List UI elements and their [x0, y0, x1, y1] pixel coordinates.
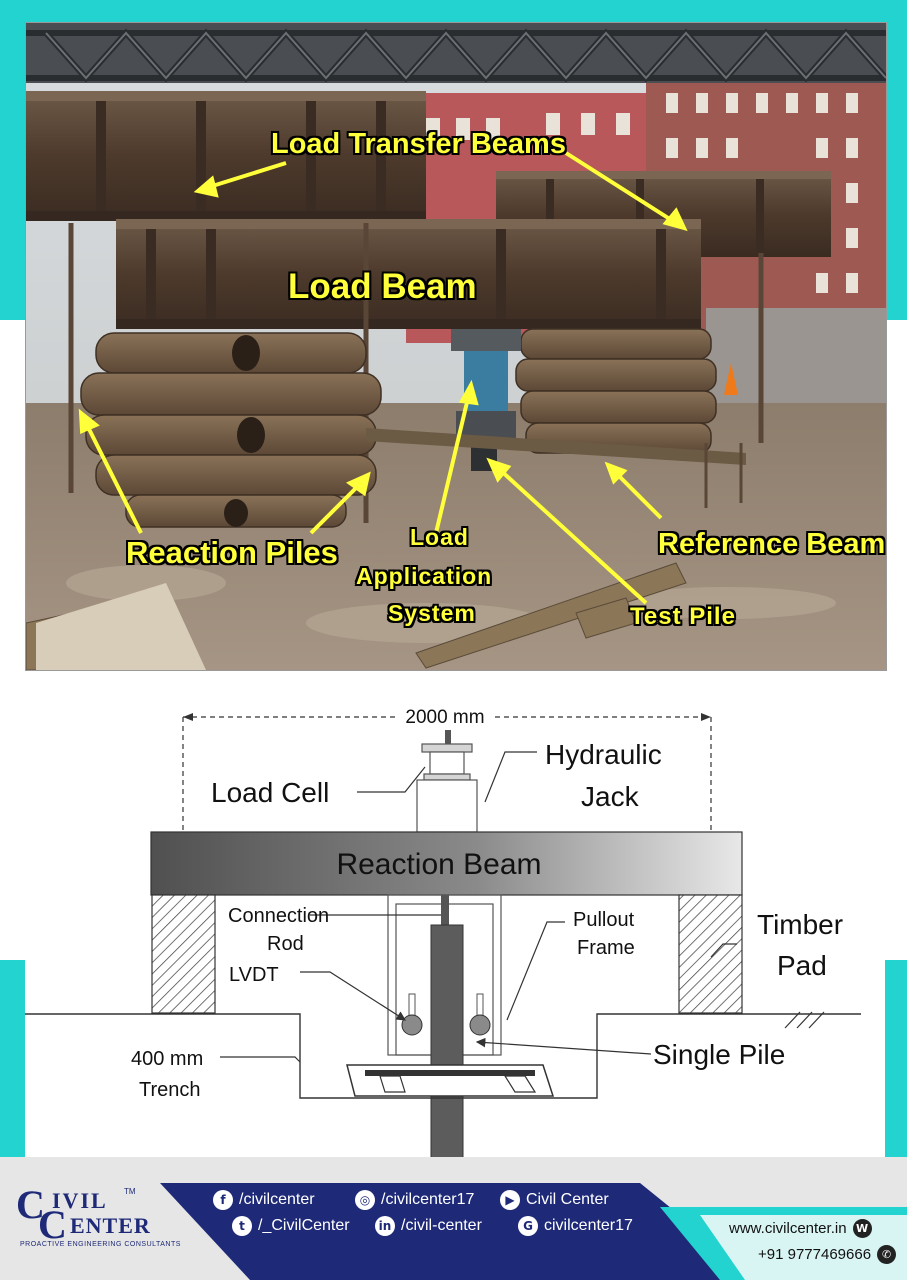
label-reference-beam: Reference Beam: [658, 528, 886, 560]
footer-shapes: [160, 1183, 907, 1280]
youtube-handle: Civil Center: [526, 1191, 609, 1208]
pile-test-photo: Load Transfer Beams Load Beam Reaction P…: [25, 22, 887, 671]
test-setup-diagram: 2000 mm Load Cell Hydraulic Jack Reactio…: [25, 682, 885, 1160]
footer: C IVIL TM C ENTER Proactive Engineering …: [0, 1157, 907, 1280]
label-load-application-3: System: [388, 600, 476, 626]
social-facebook[interactable]: f /civilcenter: [213, 1190, 315, 1210]
label-trench: Trench: [139, 1079, 201, 1101]
instagram-icon: ◎: [355, 1190, 375, 1210]
label-reaction-piles: Reaction Piles: [126, 535, 338, 570]
label-load-beam: Load Beam: [288, 267, 477, 306]
phone-text: +91 9777469666: [758, 1246, 872, 1263]
label-load-cell: Load Cell: [211, 777, 329, 808]
linkedin-icon: in: [375, 1216, 395, 1236]
youtube-icon: ▶: [500, 1190, 520, 1210]
phone-link[interactable]: +91 9777469666 ✆: [758, 1245, 897, 1264]
logo-ivil: IVIL: [52, 1188, 108, 1213]
twitter-icon: t: [232, 1216, 252, 1236]
social-twitter[interactable]: t /_CivilCenter: [232, 1216, 350, 1236]
label-load-application-1: Load: [410, 524, 469, 550]
label-400mm: 400 mm: [131, 1048, 203, 1070]
label-frame: Frame: [577, 937, 635, 959]
label-test-pile: Test Pile: [630, 603, 736, 630]
website-text: www.civilcenter.in: [729, 1220, 847, 1237]
social-linkedin[interactable]: in /civil-center: [375, 1216, 482, 1236]
label-pad: Pad: [777, 950, 827, 981]
social-instagram[interactable]: ◎ /civilcenter17: [355, 1190, 474, 1210]
label-hydraulic: Hydraulic: [545, 739, 662, 770]
social-google[interactable]: G civilcenter17: [518, 1216, 633, 1236]
website-link[interactable]: www.civilcenter.in W: [729, 1219, 872, 1238]
label-load-application-2: Application: [356, 563, 493, 589]
twitter-handle: /_CivilCenter: [258, 1217, 350, 1234]
photo-illustration: [26, 23, 886, 670]
logo-enter: ENTER: [70, 1213, 151, 1238]
label-connection: Connection: [228, 905, 329, 927]
dim-2000mm: 2000 mm: [405, 707, 484, 728]
label-single-pile: Single Pile: [653, 1039, 785, 1070]
label-load-transfer-beams: Load Transfer Beams: [271, 128, 566, 160]
logo-c1: C: [16, 1182, 45, 1227]
social-youtube[interactable]: ▶ Civil Center: [500, 1190, 609, 1210]
label-timber: Timber: [757, 909, 843, 940]
google-handle: civilcenter17: [544, 1217, 633, 1234]
logo: C IVIL TM C ENTER Proactive Engineering …: [16, 1182, 180, 1253]
website-icon: W: [852, 1219, 872, 1238]
label-pullout: Pullout: [573, 909, 635, 931]
label-rod: Rod: [267, 933, 304, 955]
logo-c2: C: [38, 1202, 67, 1247]
label-reaction-beam: Reaction Beam: [336, 848, 541, 881]
facebook-icon: f: [213, 1190, 233, 1210]
label-lvdt: LVDT: [229, 964, 279, 986]
instagram-handle: /civilcenter17: [381, 1191, 475, 1208]
google-plus-icon: G: [518, 1216, 538, 1236]
whatsapp-icon: ✆: [877, 1245, 897, 1264]
logo-tm: TM: [124, 1187, 136, 1196]
logo-tagline: Proactive Engineering Consultants: [20, 1241, 181, 1248]
linkedin-handle: /civil-center: [401, 1217, 482, 1234]
label-jack: Jack: [581, 781, 640, 812]
diagram-drawing: 2000 mm Load Cell Hydraulic Jack Reactio…: [25, 707, 861, 1160]
facebook-handle: /civilcenter: [239, 1191, 315, 1208]
